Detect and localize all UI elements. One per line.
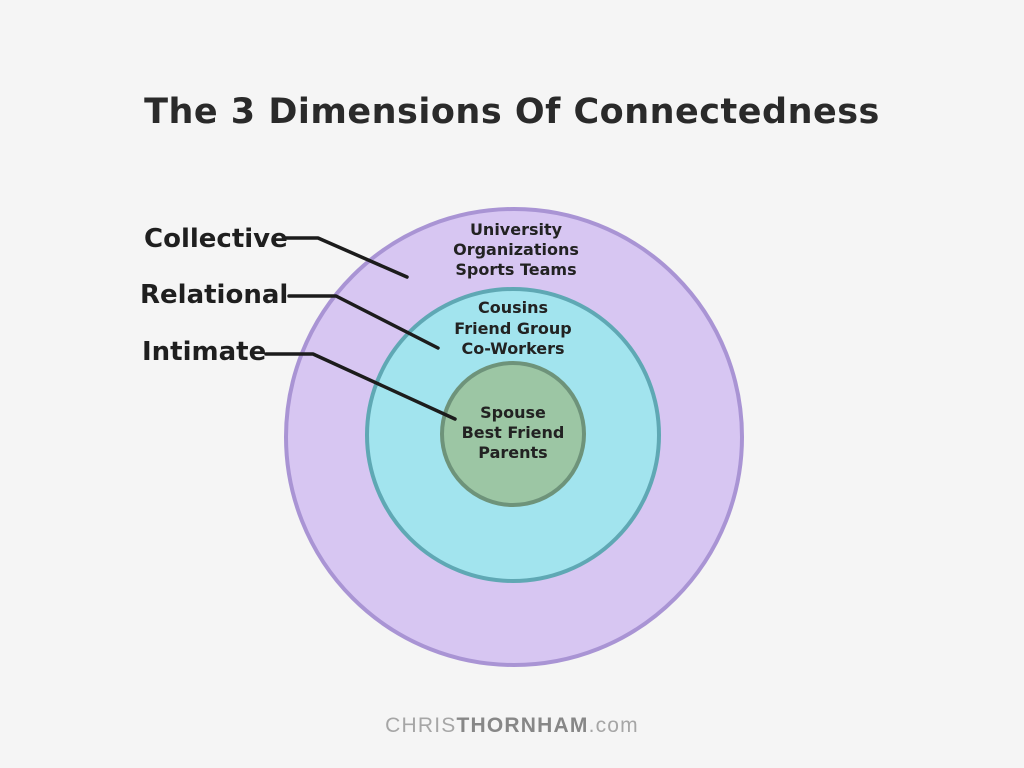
intimate-connector-line: [264, 352, 457, 421]
watermark-prefix: CHRIS: [385, 714, 457, 737]
relational-item: Friend Group: [454, 318, 572, 338]
watermark-name: THORNHAM: [456, 714, 589, 737]
collective-connector-line: [283, 236, 409, 279]
site-watermark: CHRISTHORNHAM.com: [0, 712, 1024, 740]
relational-connector-line: [287, 294, 440, 350]
collective-item: Organizations: [453, 240, 579, 259]
page-title: The 3 Dimensions Of Connectedness: [144, 92, 880, 132]
intimate-circle: [440, 361, 586, 507]
intimate-item: Best Friend: [461, 423, 565, 442]
intimate-ring-items: Spouse Best Friend Parents: [363, 403, 663, 463]
collective-item: Sports Teams: [455, 260, 577, 279]
relational-item: Co-Workers: [461, 339, 565, 358]
watermark-suffix: .com: [588, 714, 639, 737]
relational-ring-items: Cousins Friend Group Co-Workers: [363, 298, 663, 360]
intimate-item: Spouse: [480, 403, 546, 422]
intimate-label: Intimate: [142, 337, 267, 367]
collective-ring-items: University Organizations Sports Teams: [366, 220, 666, 280]
relational-label: Relational: [140, 280, 289, 310]
intimate-item: Parents: [478, 443, 548, 462]
collective-item: University: [469, 220, 563, 239]
collective-label: Collective: [144, 224, 288, 254]
relational-item: Cousins: [477, 298, 549, 317]
